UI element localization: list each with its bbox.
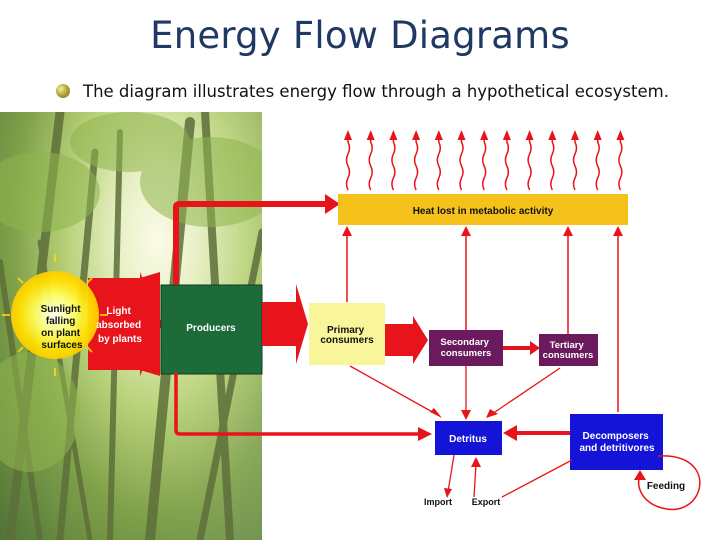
heat-wavy-arrow	[459, 138, 464, 191]
decomposers-to-detritus-arrow	[503, 425, 517, 441]
detritus-box	[435, 421, 502, 455]
tertiary-consumers-box	[539, 334, 598, 366]
bullet-text: The diagram illustrates energy flow thro…	[83, 82, 669, 101]
sun-icon	[2, 254, 108, 376]
producers-to-primary-arrow	[262, 284, 308, 364]
heat-wavy-arrow	[368, 138, 373, 191]
heat-wavy-arrowhead	[344, 130, 352, 140]
heat-wavy-arrow	[572, 138, 578, 191]
heat-wavy-arrow	[527, 138, 532, 191]
heat-wavy-arrowhead	[457, 130, 466, 140]
heat-wavy-arrowhead	[548, 130, 557, 140]
heat-wavy-arrowhead	[389, 130, 398, 140]
heat-wavy-arrowhead	[366, 130, 375, 140]
bullet-item: The diagram illustrates energy flow thro…	[56, 82, 716, 108]
producers-box	[160, 284, 263, 375]
producers-to-detritus-arrow	[174, 372, 422, 436]
import-arrow	[444, 488, 452, 498]
heat-wavy-arrow	[595, 138, 600, 191]
heat-wavy-arrow	[481, 138, 487, 191]
detritus-label: Detritus	[449, 434, 487, 445]
heat-wavy-arrowhead	[571, 130, 579, 140]
slide-title: Energy Flow Diagrams	[150, 14, 570, 57]
producers-label: Producers	[186, 323, 236, 334]
sunlight-label: Sunlight falling on plant surfaces	[41, 304, 84, 351]
heat-wavy-arrowhead	[616, 130, 625, 140]
heat-wavy-arrowhead	[412, 130, 421, 140]
heat-wavy-arrowhead	[593, 130, 602, 140]
absorbed-label: Light absorbed by plants	[96, 306, 144, 345]
producers-to-heat-arrow	[173, 201, 328, 285]
heat-wavy-arrow	[504, 138, 510, 191]
heat-wavy-arrowhead	[434, 130, 443, 140]
secondary-to-tertiary-arrow	[530, 341, 540, 355]
decomposers-label: Decomposers and detritivores	[579, 431, 654, 454]
to-detritus-arrows	[349, 365, 561, 415]
secondary-consumers-label: Secondary consumers	[440, 337, 491, 359]
decomposers-box	[570, 414, 663, 470]
heat-wavy-arrowhead	[502, 130, 511, 140]
feeding-loop-arrow	[637, 455, 701, 511]
heat-box	[338, 194, 628, 225]
heat-wavy-arrow	[550, 138, 555, 191]
import-label: Import	[424, 497, 452, 507]
feeding-label: Feeding	[647, 481, 685, 492]
heat-wavy-arrow	[391, 138, 396, 191]
heat-wavy-arrow	[618, 138, 623, 191]
heat-wavy-arrows	[344, 130, 625, 191]
export-arrow	[471, 457, 481, 467]
energy-flow-diagram: Sunlight falling on plant surfaces Light…	[2, 130, 701, 511]
primary-to-secondary-arrow	[385, 316, 428, 364]
heat-wavy-arrowhead	[525, 130, 534, 140]
primary-consumers-label: Primary consumers	[320, 325, 374, 346]
heat-wavy-arrow	[345, 138, 351, 191]
decomposers-export-arrow	[501, 459, 573, 498]
heat-label: Heat lost in metabolic activity	[413, 206, 554, 217]
primary-consumers-box	[309, 303, 385, 365]
secondary-consumers-box	[429, 330, 503, 366]
heat-wavy-arrow	[436, 138, 442, 191]
tertiary-consumers-label: Tertiary consumers	[543, 340, 594, 361]
heat-wavy-arrowhead	[480, 130, 489, 140]
bullet-icon	[56, 84, 70, 98]
heat-wavy-arrow	[413, 138, 419, 191]
metabolic-heat-arrows	[346, 234, 619, 412]
export-label: Export	[472, 497, 501, 507]
